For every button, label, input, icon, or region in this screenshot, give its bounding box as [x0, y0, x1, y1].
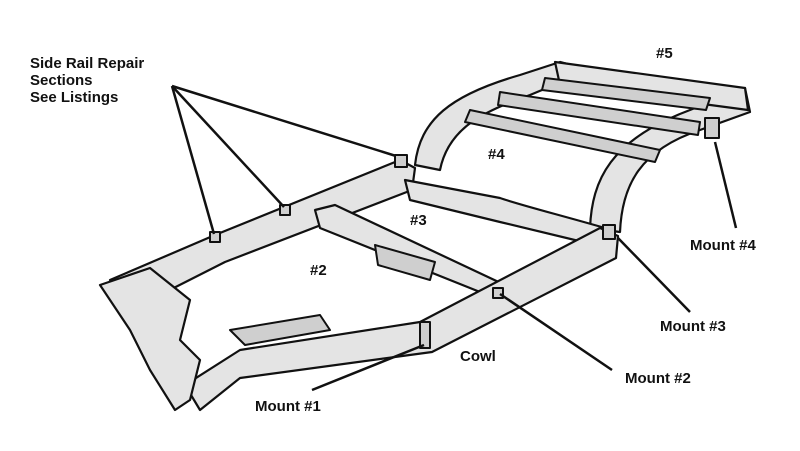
mount-2-label: Mount #2: [625, 370, 691, 387]
mount-pads: [209, 117, 720, 349]
callout-line-3: See Listings: [30, 89, 119, 106]
front-frame-section: [98, 266, 202, 412]
section-label-2: #2: [310, 262, 327, 279]
near-side-rail: [183, 226, 620, 412]
section-label-5: #5: [656, 45, 673, 62]
section-label-4: #4: [488, 146, 505, 163]
section-label-3: #3: [410, 212, 427, 229]
cowl-label: Cowl: [460, 348, 496, 365]
mount-1-label: Mount #1: [255, 398, 321, 415]
callout-line-1: Side Rail Repair: [30, 55, 145, 72]
mount-3-label: Mount #3: [660, 318, 726, 335]
leader-lines: [170, 84, 738, 392]
mount-4-label: Mount #4: [690, 237, 756, 254]
crossmember-3: [403, 178, 610, 250]
side-rail-callout: Side Rail Repair Sections See Listings: [30, 55, 144, 106]
callout-line-2: Sections: [30, 72, 93, 89]
